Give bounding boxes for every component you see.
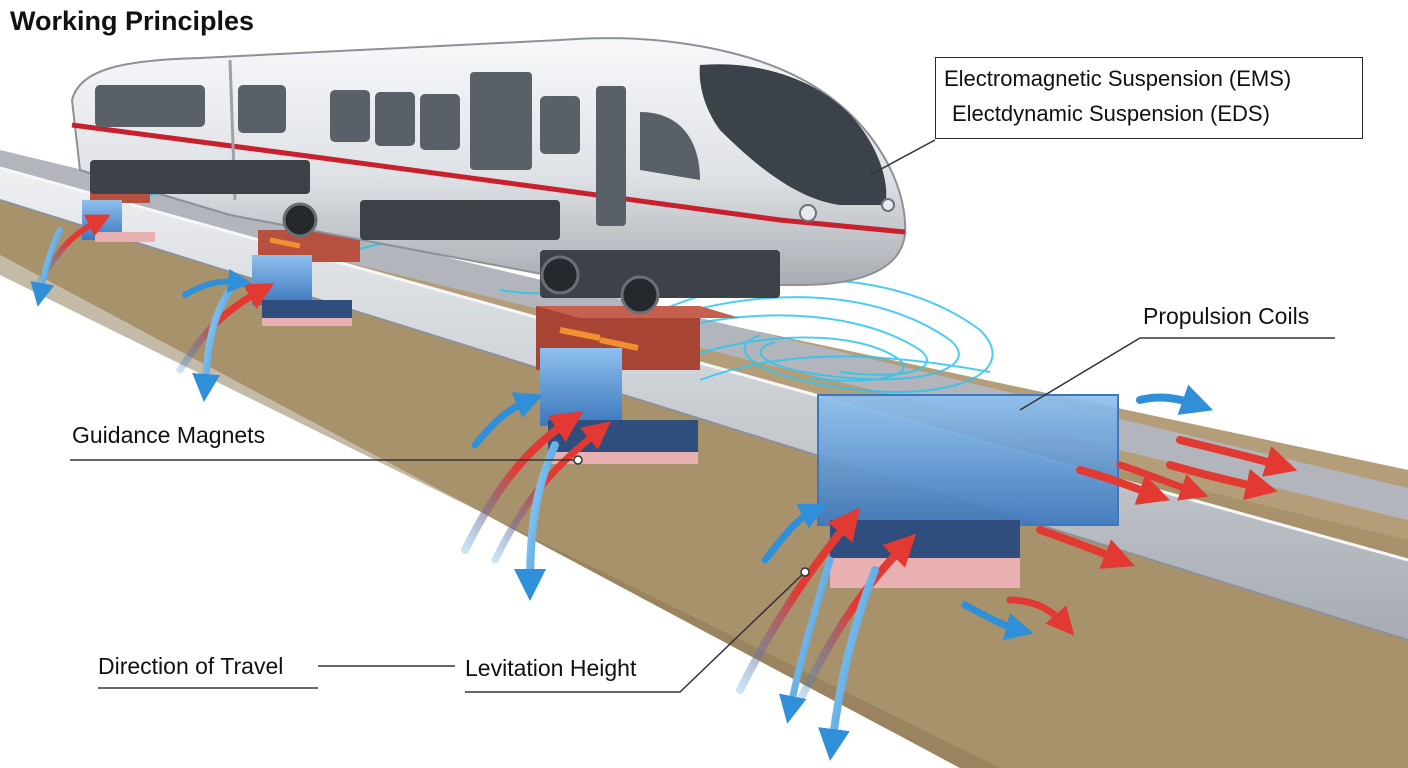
label-propulsion-coils: Propulsion Coils bbox=[1143, 303, 1310, 329]
label-direction-of-travel: Direction of Travel bbox=[98, 653, 284, 679]
leader-lines bbox=[70, 139, 1335, 693]
label-electromagnetic-suspension: Electromagnetic Suspension (EMS) bbox=[944, 66, 1292, 91]
airflow-arrows bbox=[30, 214, 1298, 761]
page-title: Working Principles bbox=[10, 6, 255, 36]
leader-levitation bbox=[465, 571, 806, 693]
leader-suspension bbox=[869, 139, 936, 176]
label-guidance-magnets: Guidance Magnets bbox=[72, 422, 266, 448]
maglev-train bbox=[70, 37, 907, 315]
leader-propulsion bbox=[1019, 337, 1335, 411]
label-electrodynamic-suspension: Electdynamic Suspension (EDS) bbox=[952, 101, 1270, 126]
suspension-callout-box bbox=[935, 57, 1363, 139]
label-levitation-height: Levitation Height bbox=[465, 655, 637, 681]
leader-direction bbox=[98, 665, 455, 689]
